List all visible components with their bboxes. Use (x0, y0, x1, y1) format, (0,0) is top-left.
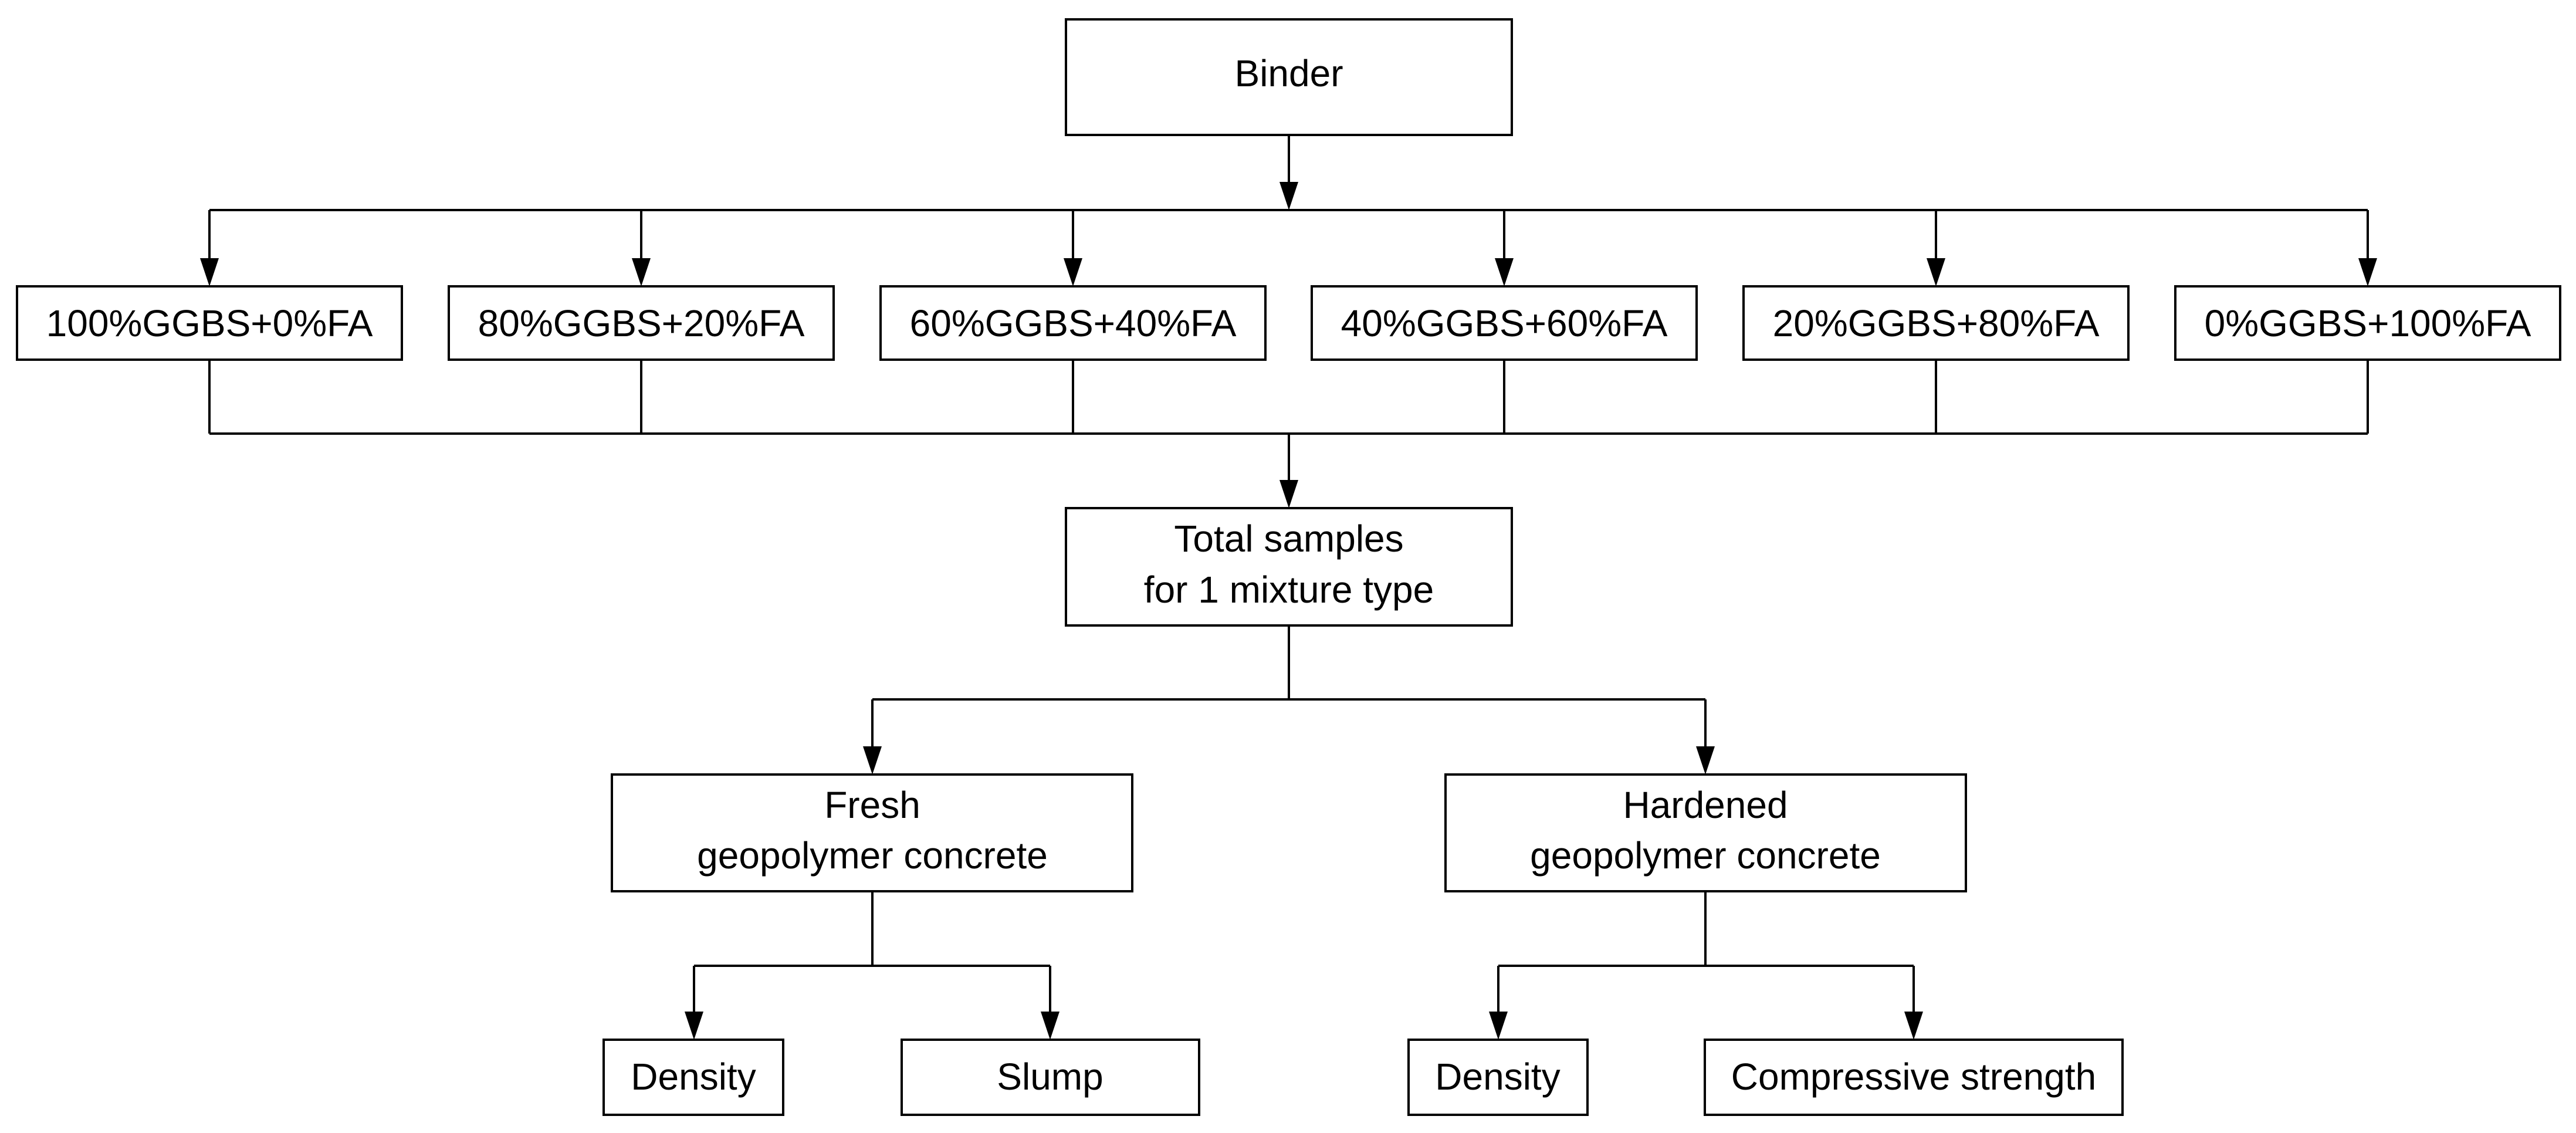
fresh-concrete-line-1: Fresh (824, 784, 920, 826)
total-samples-node: Total samples for 1 mixture type (1065, 507, 1513, 627)
mixture-node-1: 100%GGBS+0%FA (16, 285, 403, 361)
hardened-concrete-node: Hardened geopolymer concrete (1444, 773, 1967, 892)
binder-node: Binder (1065, 18, 1513, 136)
slump-label: Slump (997, 1056, 1103, 1098)
mixture-node-6: 0%GGBS+100%FA (2174, 285, 2561, 361)
arrowhead-fresh (863, 746, 882, 775)
hardened-density-label: Density (1435, 1056, 1560, 1098)
total-samples-line-2: for 1 mixture type (1144, 569, 1434, 611)
arrowhead-binder-bus (1279, 182, 1298, 210)
mixture-label-5: 20%GGBS+80%FA (1773, 302, 2100, 344)
mixture-node-2: 80%GGBS+20%FA (448, 285, 835, 361)
compressive-strength-label: Compressive strength (1731, 1056, 2096, 1098)
hardened-density-node: Density (1407, 1039, 1589, 1116)
fresh-concrete-node: Fresh geopolymer concrete (611, 773, 1133, 892)
fresh-density-label: Density (631, 1056, 756, 1098)
arrowhead-hardened-density (1489, 1012, 1508, 1040)
arrowhead-total-samples (1279, 480, 1298, 508)
mixture-label-2: 80%GGBS+20%FA (478, 302, 805, 344)
mixture-label-1: 100%GGBS+0%FA (46, 302, 373, 344)
slump-node: Slump (901, 1039, 1200, 1116)
fresh-concrete-line-2: geopolymer concrete (697, 834, 1048, 877)
hardened-concrete-line-2: geopolymer concrete (1530, 834, 1881, 877)
mixture-node-3: 60%GGBS+40%FA (879, 285, 1267, 361)
arrowhead-mixture-3 (1064, 258, 1082, 286)
connectors (200, 135, 2377, 1040)
fresh-density-node: Density (602, 1039, 784, 1116)
arrowhead-mixture-5 (1927, 258, 1945, 286)
mixture-label-6: 0%GGBS+100%FA (2205, 302, 2531, 344)
arrowhead-mixture-4 (1495, 258, 1514, 286)
arrowhead-hardened (1696, 746, 1715, 775)
mixture-node-4: 40%GGBS+60%FA (1311, 285, 1698, 361)
mixture-nodes: 100%GGBS+0%FA 80%GGBS+20%FA 60%GGBS+40%F… (16, 285, 2561, 361)
arrowhead-fresh-density (685, 1012, 703, 1040)
arrowhead-mixture-6 (2358, 258, 2377, 286)
arrowhead-mixture-2 (632, 258, 651, 286)
compressive-strength-node: Compressive strength (1704, 1039, 2124, 1116)
total-samples-line-1: Total samples (1174, 518, 1403, 560)
arrowhead-slump (1041, 1012, 1059, 1040)
mixture-label-4: 40%GGBS+60%FA (1341, 302, 1668, 344)
mixture-label-3: 60%GGBS+40%FA (910, 302, 1237, 344)
binder-label: Binder (1235, 52, 1343, 94)
mixture-node-5: 20%GGBS+80%FA (1742, 285, 2130, 361)
arrowhead-compressive-strength (1904, 1012, 1923, 1040)
arrowhead-mixture-1 (200, 258, 219, 286)
hardened-concrete-line-1: Hardened (1623, 784, 1788, 826)
